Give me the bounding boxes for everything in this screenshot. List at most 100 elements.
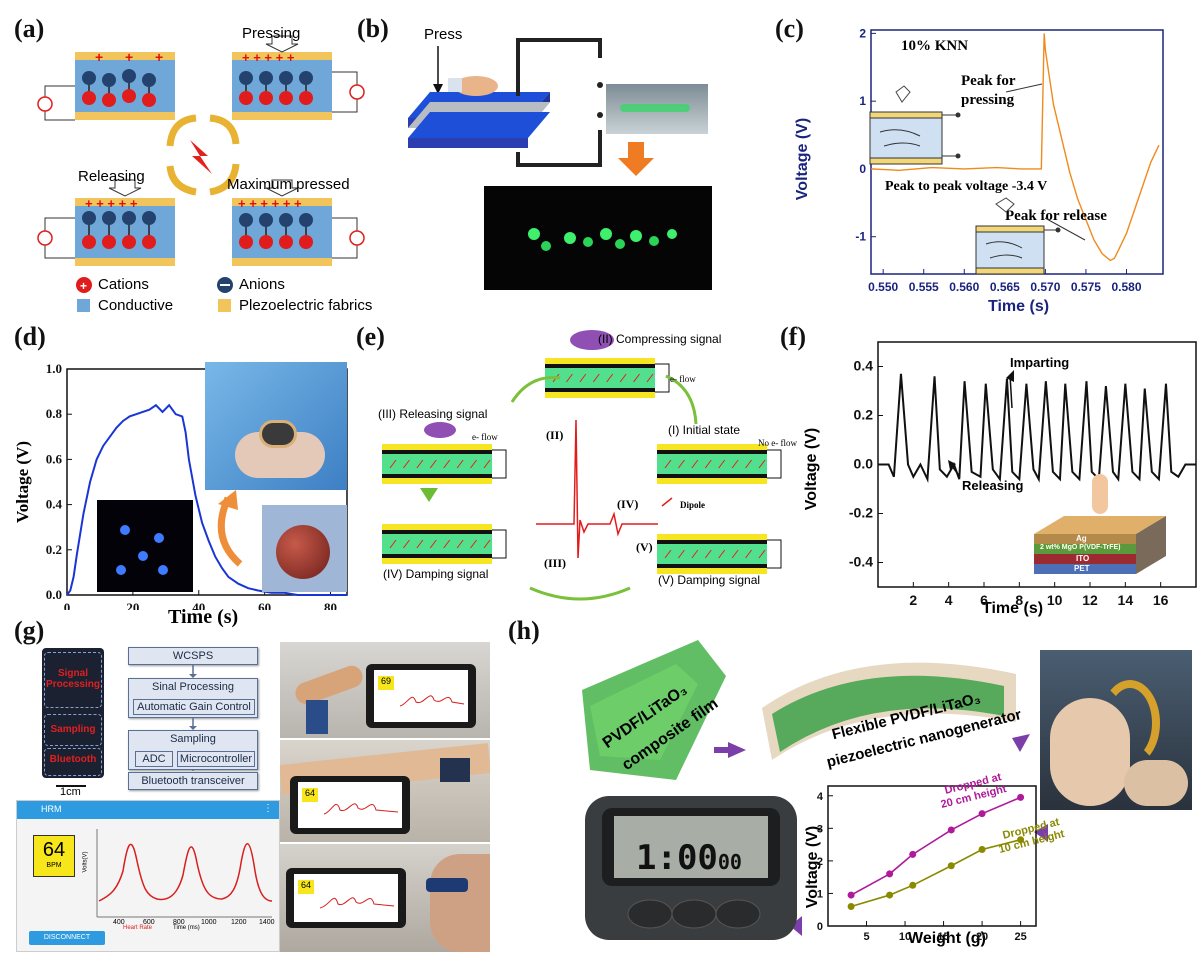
hand-icon bbox=[570, 330, 614, 350]
x-tick-label: 0.565 bbox=[990, 280, 1020, 294]
panel-g: (g) Signal Processing Sampling Bluetooth… bbox=[0, 610, 500, 954]
svg-text:+ + + + +: + + + + + bbox=[242, 50, 295, 65]
y-tick-label: 0.6 bbox=[46, 451, 63, 466]
data-point bbox=[847, 891, 855, 899]
dipole-arrow bbox=[661, 497, 673, 507]
label-max-pressed: Maximum pressed bbox=[227, 176, 350, 193]
panel-b: (b) Press bbox=[357, 0, 780, 320]
label-pressing: Pressing bbox=[242, 25, 301, 42]
hrm-xlabel: Time (ms) bbox=[173, 925, 200, 931]
bent-device-photo bbox=[1040, 650, 1192, 810]
flow-mcu: Microcontroller bbox=[177, 751, 255, 767]
hrm-app-screen: HRM ⋮ 64 BPM Volts(V) 400 600 800 1000 1… bbox=[16, 800, 280, 952]
svg-text:+ + + + + +: + + + + + + bbox=[238, 196, 302, 211]
flow-sinal: Sinal Processing Automatic Gain Control bbox=[128, 678, 258, 718]
circuit-board-photo: Signal Processing Sampling Bluetooth bbox=[42, 648, 104, 778]
chart-f-imparting: Imparting bbox=[1010, 355, 1070, 370]
piezo-mechanism-diagram: + + + + + + + + bbox=[37, 35, 365, 312]
e-compressing: (II) Compressing signal bbox=[598, 332, 722, 346]
chart-c-xlabel: Time (s) bbox=[988, 298, 1050, 315]
y-tick-label: 0.2 bbox=[854, 407, 874, 423]
bpm-value: 64 bbox=[42, 839, 66, 861]
chart-f-releasing: Releasing bbox=[962, 478, 1024, 493]
label-press: Press bbox=[424, 26, 463, 43]
y-tick-label: 0.0 bbox=[854, 456, 874, 472]
hrm-app-header: HRM ⋮ bbox=[17, 801, 279, 819]
bpm-unit: BPM bbox=[46, 862, 62, 869]
data-point bbox=[1017, 793, 1025, 801]
e-damping4: (IV) Damping signal bbox=[383, 567, 489, 581]
x-tick-label: 0.580 bbox=[1111, 280, 1141, 294]
legend-plezo: Plezoelectric fabrics bbox=[239, 297, 373, 314]
x-tick-label: 80 bbox=[324, 600, 337, 610]
svg-text:+: + bbox=[155, 49, 163, 65]
x-tick-label: 0.575 bbox=[1071, 280, 1101, 294]
data-point bbox=[978, 845, 986, 853]
led-strip-photo bbox=[606, 84, 708, 134]
finger-phone-photo: 69 bbox=[280, 642, 490, 738]
x-tick-label: 5 bbox=[863, 931, 869, 943]
legend-conductive: Conductive bbox=[98, 297, 174, 314]
x-tick-label: 6 bbox=[980, 592, 988, 608]
layer-pet: PET bbox=[1074, 564, 1090, 573]
y-tick-label: 1 bbox=[859, 94, 866, 108]
hrm-waveform bbox=[96, 829, 273, 918]
y-tick-label: 0.4 bbox=[46, 497, 63, 512]
disconnect-button[interactable]: DISCONNECT bbox=[29, 931, 105, 945]
clock-seconds: 00 bbox=[717, 850, 742, 874]
e-noeflow: No e- flow bbox=[758, 438, 797, 448]
e-eflow-top: e- flow bbox=[670, 374, 696, 384]
panel-h: (h) PVDF/LiTaO₃ composite film Flexible … bbox=[500, 610, 1200, 954]
menu-icon[interactable]: ⋮ bbox=[263, 803, 273, 814]
y-tick-label: 3 bbox=[817, 823, 823, 835]
hand-device-photo bbox=[205, 362, 347, 490]
scale-bar bbox=[56, 785, 86, 787]
y-tick-label: 4 bbox=[817, 791, 824, 803]
data-point bbox=[886, 891, 894, 899]
phone-bpm-1: 69 bbox=[378, 676, 394, 690]
chart-c-peak-press-1: Peak for bbox=[961, 73, 1016, 89]
panel-a-label: (a) bbox=[14, 14, 45, 43]
x-tick-label: 0 bbox=[64, 600, 71, 610]
blue-led-photo bbox=[97, 500, 193, 592]
y-tick-label: 2 bbox=[817, 856, 823, 868]
hrm-app-title: HRM bbox=[41, 804, 62, 814]
data-point bbox=[909, 850, 917, 858]
y-tick-label: -0.4 bbox=[849, 554, 873, 570]
panel-b-label: (b) bbox=[357, 14, 389, 43]
data-point bbox=[947, 862, 955, 870]
x-tick-label: 2 bbox=[909, 592, 917, 608]
y-tick-label: -1 bbox=[855, 230, 866, 244]
hrm-ylabel: Volts(V) bbox=[82, 851, 89, 873]
phone-bpm-3: 64 bbox=[298, 880, 314, 894]
device-stack bbox=[657, 534, 782, 574]
x-tick-label: 0.560 bbox=[949, 280, 979, 294]
x-tick-label: 0.555 bbox=[909, 280, 939, 294]
x-tick-label: 4 bbox=[945, 592, 953, 608]
e-releasing: (III) Releasing signal bbox=[378, 407, 488, 421]
plot-frame bbox=[827, 785, 1037, 927]
chart-c-peak-release: Peak for release bbox=[1005, 208, 1107, 224]
data-point bbox=[886, 870, 894, 878]
x-tick-label: 0.570 bbox=[1030, 280, 1060, 294]
cycle-arrows bbox=[166, 114, 240, 196]
glasses-phone-photo: 64 bbox=[280, 844, 490, 952]
chart-c-title: 10% KNN bbox=[901, 38, 969, 54]
panel-d-label: (d) bbox=[14, 322, 46, 351]
e-label-IV: (IV) bbox=[617, 497, 639, 511]
data-point bbox=[947, 826, 955, 834]
device-stack bbox=[545, 358, 670, 398]
hrm-xtick-1: 600 bbox=[143, 919, 155, 926]
y-tick-label: 0.0 bbox=[46, 587, 62, 602]
device-stack bbox=[382, 524, 507, 564]
series-line-1 bbox=[850, 838, 1021, 908]
y-tick-label: -0.2 bbox=[849, 505, 873, 521]
x-tick-label: 14 bbox=[1118, 592, 1134, 608]
cell-releasing: + + + + + bbox=[37, 179, 175, 266]
flow-agc: Automatic Gain Control bbox=[133, 699, 255, 715]
panel-e: (e) (II) Compressing signal (III) Releas… bbox=[356, 320, 800, 610]
